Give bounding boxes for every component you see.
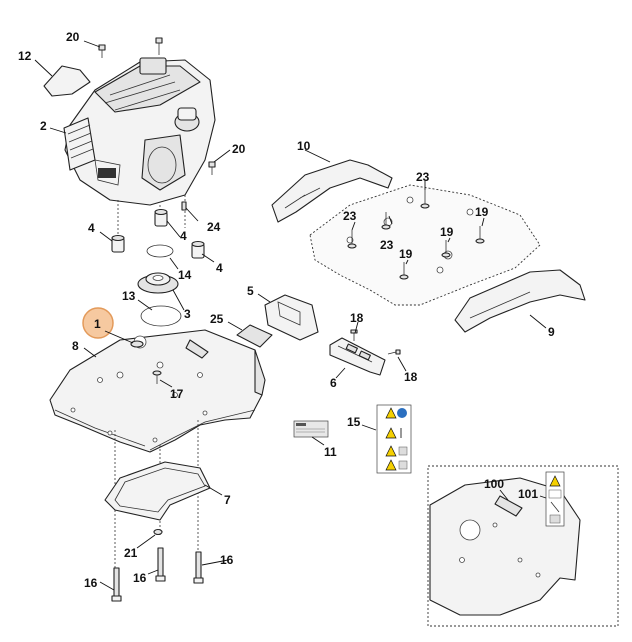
label-19-mid[interactable]: 19: [440, 225, 454, 239]
label-3[interactable]: 3: [184, 307, 191, 321]
bushing-4-center[interactable]: [154, 208, 168, 227]
label-20-right[interactable]: 20: [232, 142, 246, 156]
nut-21[interactable]: [153, 528, 163, 536]
o-ring-14[interactable]: [146, 244, 174, 258]
label-18-upper[interactable]: 18: [350, 311, 364, 325]
deck-housing[interactable]: [49, 329, 266, 453]
pad-25[interactable]: [236, 324, 273, 348]
label-5[interactable]: 5: [247, 284, 254, 298]
gasket-7[interactable]: [104, 461, 211, 521]
highlight-callout[interactable]: [82, 307, 114, 339]
warning-label-set-15[interactable]: [376, 404, 412, 474]
label-14[interactable]: 14: [178, 268, 192, 282]
screw-20-engine: [155, 37, 163, 44]
bushing-4-left[interactable]: [111, 234, 125, 253]
label-16-left[interactable]: 16: [84, 576, 98, 590]
label-100[interactable]: 100: [484, 477, 504, 491]
nameplate-11[interactable]: [293, 420, 329, 438]
screw-18-lower[interactable]: [387, 349, 401, 355]
label-9[interactable]: 9: [548, 325, 555, 339]
seal-ring-13[interactable]: [140, 305, 182, 327]
screw-18-upper[interactable]: [350, 329, 358, 341]
label-21[interactable]: 21: [124, 546, 138, 560]
air-filter-element[interactable]: [43, 65, 91, 97]
label-16-center[interactable]: 16: [133, 571, 147, 585]
warning-label-101[interactable]: [545, 471, 565, 527]
screw-16-center[interactable]: [155, 547, 166, 582]
label-23-left[interactable]: 23: [343, 209, 357, 223]
label-16-right[interactable]: 16: [220, 553, 234, 567]
label-23-mid[interactable]: 23: [380, 238, 394, 252]
label-19-right[interactable]: 19: [475, 205, 489, 219]
label-17[interactable]: 17: [170, 387, 184, 401]
screw-16-right[interactable]: [193, 551, 204, 584]
screw-20-top[interactable]: [98, 44, 106, 58]
bolt-23-c[interactable]: [381, 212, 391, 230]
label-23-top[interactable]: 23: [416, 170, 430, 184]
bolt-23-a[interactable]: [420, 190, 430, 209]
label-24[interactable]: 24: [207, 220, 221, 234]
bracket-5[interactable]: [264, 294, 319, 341]
label-2[interactable]: 2: [40, 119, 47, 133]
bushing-4-right[interactable]: [191, 240, 205, 259]
handle-10[interactable]: [271, 159, 393, 223]
label-25[interactable]: 25: [210, 312, 224, 326]
label-1-highlighted[interactable]: 1: [94, 317, 101, 331]
handle-grip-6[interactable]: [329, 337, 386, 376]
label-18-lower[interactable]: 18: [404, 370, 418, 384]
label-101[interactable]: 101: [518, 487, 538, 501]
label-10[interactable]: 10: [297, 139, 311, 153]
label-19-left[interactable]: 19: [399, 247, 413, 261]
label-4-left[interactable]: 4: [88, 221, 95, 235]
handle-9[interactable]: [454, 269, 586, 333]
bolt-19-c[interactable]: [399, 262, 409, 280]
label-15[interactable]: 15: [347, 415, 361, 429]
part-labels: 20 12 2 20 24 4 4 4 14 13 3 1 8 17 7 21 …: [18, 30, 555, 590]
stud-1[interactable]: [130, 340, 144, 348]
bolt-23-b[interactable]: [347, 230, 357, 249]
label-13[interactable]: 13: [122, 289, 136, 303]
engine[interactable]: [63, 57, 216, 206]
label-4-right[interactable]: 4: [216, 261, 223, 275]
leader-lines: [34, 40, 547, 591]
label-8[interactable]: 8: [72, 339, 79, 353]
label-12[interactable]: 12: [18, 49, 32, 63]
screw-20-right[interactable]: [208, 161, 216, 175]
screw-16-left[interactable]: [111, 567, 122, 602]
bolt-19-a[interactable]: [475, 226, 485, 244]
label-6[interactable]: 6: [330, 376, 337, 390]
label-11[interactable]: 11: [324, 445, 337, 459]
screw-17[interactable]: [152, 370, 162, 384]
bolt-19-b[interactable]: [441, 240, 451, 258]
flange-3[interactable]: [137, 272, 179, 294]
label-20-top[interactable]: 20: [66, 30, 80, 44]
label-4-center[interactable]: 4: [180, 229, 187, 243]
pin-24[interactable]: [181, 201, 187, 211]
detail-inset: [427, 465, 619, 627]
label-7[interactable]: 7: [224, 493, 231, 507]
